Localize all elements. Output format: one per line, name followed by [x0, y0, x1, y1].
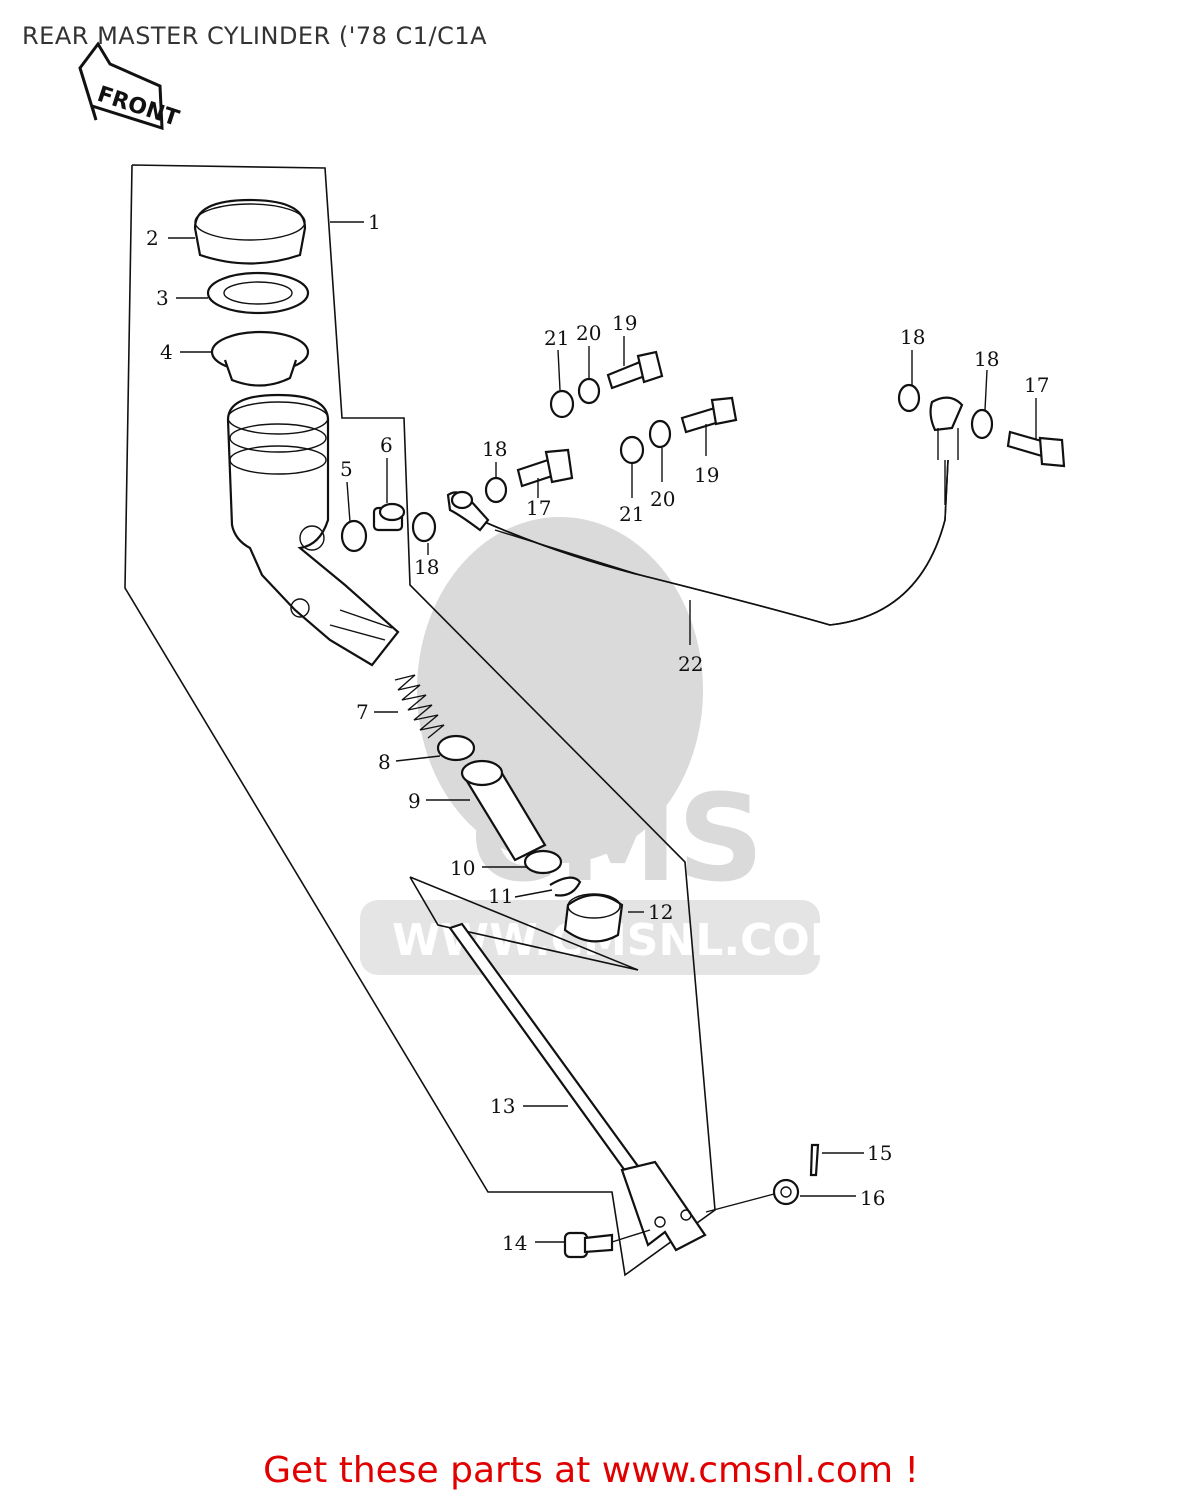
bolt-19a — [606, 350, 664, 390]
callout-13: 13 — [490, 1094, 515, 1118]
washer-21a — [549, 389, 575, 419]
bolt-19b — [680, 396, 738, 434]
gasket-18c — [897, 383, 921, 413]
union-bolt-17a — [516, 448, 574, 488]
lock-washer-20b — [648, 419, 672, 449]
callout-18b: 18 — [482, 437, 507, 461]
callout-12: 12 — [648, 900, 673, 924]
callout-14: 14 — [502, 1231, 527, 1255]
callout-labels: 1 2 3 4 5 6 7 8 9 10 11 12 13 14 15 16 1… — [146, 210, 1049, 1255]
callout-10: 10 — [450, 856, 475, 880]
assembly-outline — [124, 164, 716, 1277]
footer-link[interactable]: Get these parts at www.cmsnl.com ! — [263, 1450, 919, 1491]
clevis-pin — [563, 1231, 614, 1259]
front-arrow: FRONT — [78, 41, 182, 132]
callout-11: 11 — [488, 884, 513, 908]
nut-16 — [772, 1178, 800, 1206]
dust-boot — [563, 893, 624, 943]
exploded-view-diagram: CMS WWW.CMSNL.COM FRONT — [78, 41, 1066, 1277]
leader-lines — [168, 221, 1037, 1243]
brake-hose — [446, 396, 964, 626]
callout-18a: 18 — [414, 555, 439, 579]
callout-20a: 20 — [576, 321, 601, 345]
callout-17a: 17 — [526, 496, 551, 520]
gasket-18a — [411, 511, 437, 543]
callout-5: 5 — [340, 457, 353, 481]
callout-2: 2 — [146, 226, 159, 250]
secondary-cup — [523, 849, 563, 875]
callout-18d: 18 — [974, 347, 999, 371]
callout-9: 9 — [408, 789, 421, 813]
cotter-pin — [809, 1143, 820, 1177]
push-rod — [448, 922, 707, 1252]
callout-3: 3 — [156, 286, 169, 310]
cap-plate — [206, 271, 310, 315]
master-cylinder-body — [226, 393, 400, 667]
callout-18c: 18 — [900, 325, 925, 349]
washer-5 — [340, 519, 368, 553]
fitting-6 — [372, 502, 406, 532]
piston — [460, 759, 547, 862]
callout-19a: 19 — [612, 311, 637, 335]
callout-19b: 19 — [694, 463, 719, 487]
reservoir-cap — [193, 198, 307, 265]
guide-lines — [409, 876, 639, 971]
gasket-18d — [970, 408, 994, 440]
callout-8: 8 — [378, 750, 391, 774]
callout-1: 1 — [368, 210, 381, 234]
callout-6: 6 — [380, 433, 393, 457]
callout-4: 4 — [160, 340, 173, 364]
callout-21b: 21 — [619, 502, 644, 526]
callout-15: 15 — [867, 1141, 892, 1165]
union-bolt-17b — [1006, 430, 1066, 468]
callout-20b: 20 — [650, 487, 675, 511]
callout-7: 7 — [356, 700, 369, 724]
gasket-18b — [484, 476, 508, 504]
callout-16: 16 — [860, 1186, 885, 1210]
callout-22: 22 — [678, 652, 703, 676]
primary-cup — [436, 734, 476, 762]
circlip — [549, 876, 582, 897]
spring — [394, 674, 445, 739]
washer-21b — [619, 435, 645, 465]
diaphragm — [210, 330, 310, 387]
lock-washer-20a — [577, 377, 601, 405]
callout-21a: 21 — [544, 326, 569, 350]
callout-17b: 17 — [1024, 373, 1049, 397]
